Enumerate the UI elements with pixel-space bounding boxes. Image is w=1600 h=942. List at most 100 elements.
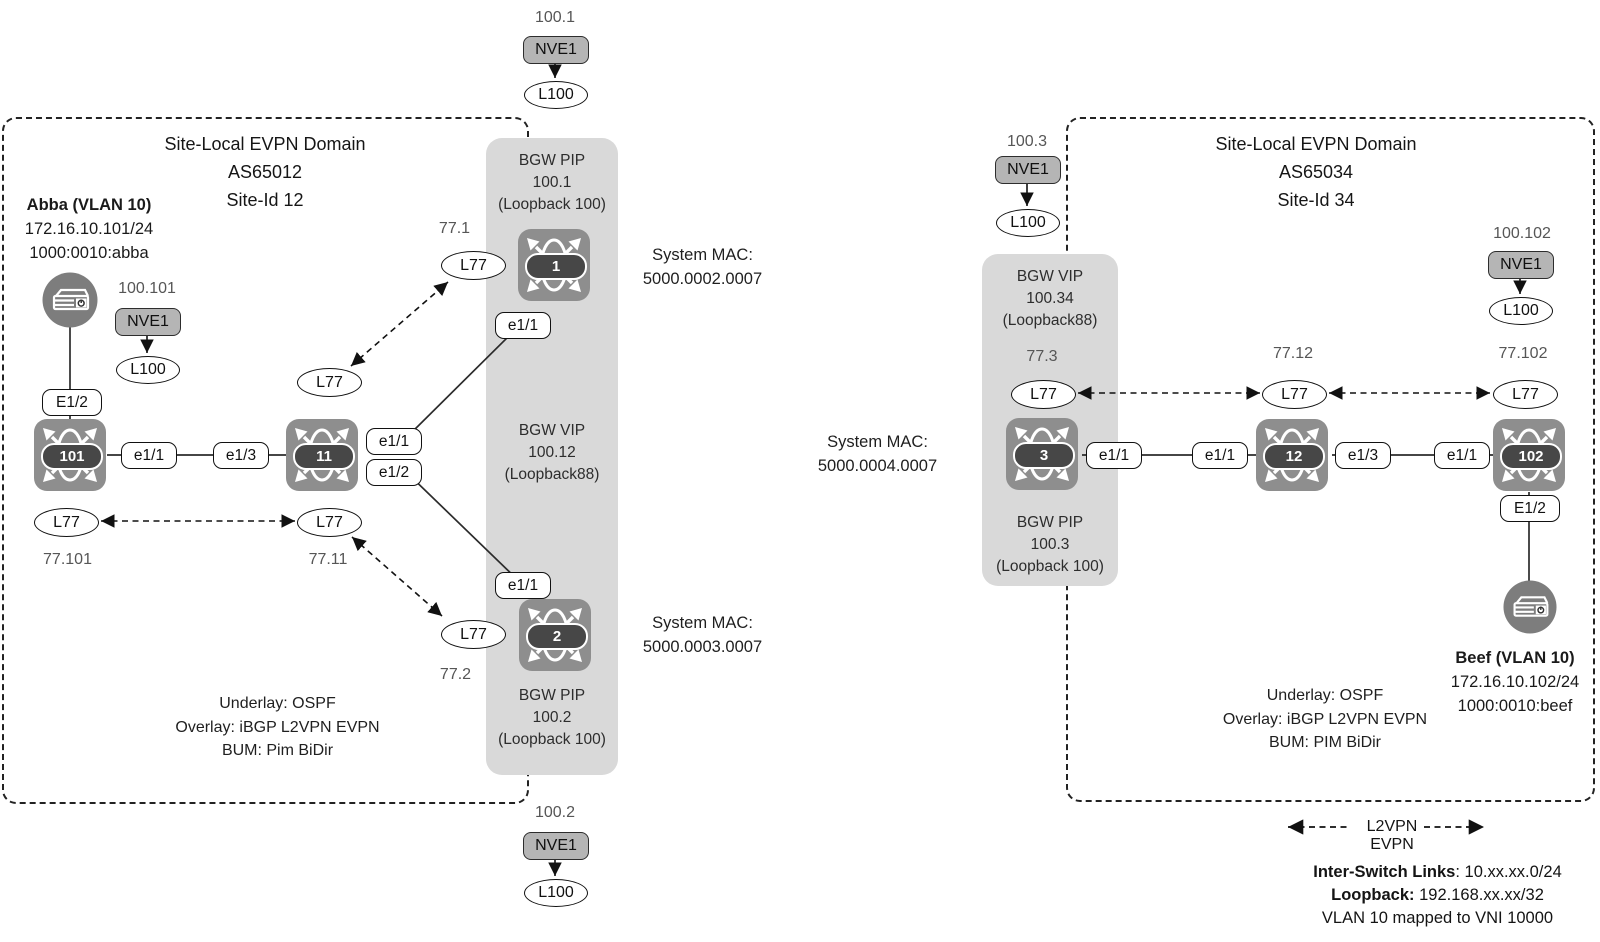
l2vpn-evpn-label: L2VPN EVPN: [1366, 818, 1418, 853]
bgw-vip-text-right: BGW VIP 100.34 (Loopback88): [984, 266, 1116, 332]
bum-info: BUM: Pim BiDir: [221, 742, 334, 759]
left-site-title: Site-Local EVPN Domain AS65012 Site-Id 1…: [40, 130, 490, 214]
l77-ip-102: 77.102: [1498, 345, 1548, 362]
bgw-loopback: (Loopback 100): [498, 196, 606, 213]
site-asn: AS65012: [227, 162, 303, 182]
l77-ellipse-101: L77: [34, 508, 99, 537]
l77-ellipse-11: L77: [297, 508, 362, 537]
inter-switch-links-label: Inter-Switch Links: [1313, 863, 1456, 881]
peering-l77-11-to-77-1: [350, 281, 449, 367]
switch-node-102: 102: [1492, 418, 1566, 492]
bgw-ip: 100.1: [532, 174, 572, 191]
system-mac-bgw2: System MAC: 5000.0003.0007: [625, 611, 780, 659]
bgw-role: BGW VIP: [1016, 268, 1084, 285]
iface-101-e1-1: e1/1: [121, 442, 177, 469]
loopback-note: Loopback: 192.168.xx.xx/32: [1270, 884, 1600, 907]
bgw-loopback: (Loopback 100): [996, 558, 1104, 575]
server-icon: [1503, 580, 1557, 634]
loopback100-ellipse-r3: L100: [996, 209, 1060, 237]
iface-11-e1-1: e1/1: [366, 428, 422, 455]
l77-ellipse-above-11: L77: [297, 368, 362, 397]
system-mac-value: 5000.0002.0007: [642, 270, 763, 288]
iface-bgw3-e1-1: e1/1: [1086, 442, 1142, 469]
switch-node-bgw3: 3: [1005, 417, 1079, 491]
loopback100-ellipse-bottom: L100: [524, 879, 588, 907]
switch-node-101: 101: [33, 418, 107, 492]
l77-ellipse-bgw2: L77: [441, 620, 506, 649]
nve1-box-bottom: NVE1: [523, 832, 589, 860]
loopback100-ellipse-top: L100: [524, 81, 588, 109]
switch-id-badge: 2: [526, 623, 588, 650]
bgw-ip: 100.34: [1026, 290, 1074, 307]
l77-ip-11: 77.11: [308, 551, 348, 568]
iface-bgw2-e1-1: e1/1: [495, 572, 551, 599]
nve-ip-r3: 100.3: [1006, 133, 1048, 150]
vni-note: VLAN 10 mapped to VNI 10000: [1321, 909, 1554, 927]
nve-ip-abba: 100.101: [118, 280, 176, 297]
bgw-vip-text: BGW VIP 100.12 (Loopback88): [487, 420, 617, 486]
iface-102-E1-2: E1/2: [1500, 495, 1560, 522]
switch-node-12: 12: [1255, 418, 1329, 492]
right-protocol-info: Underlay: OSPF Overlay: iBGP L2VPN EVPN …: [1172, 684, 1478, 755]
switch-id-badge: 102: [1500, 443, 1562, 470]
inter-switch-links-value: : 10.xx.xx.0/24: [1455, 863, 1562, 881]
overlay-info: Overlay: iBGP L2VPN EVPN: [175, 718, 380, 736]
l77-ip-12: 77.12: [1272, 345, 1314, 362]
host-abba-info: Abba (VLAN 10) 172.16.10.101/24 1000:001…: [5, 193, 173, 265]
nve1-box-top: NVE1: [523, 36, 589, 64]
right-site-title: Site-Local EVPN Domain AS65034 Site-Id 3…: [1106, 130, 1526, 214]
nve1-box-abba: NVE1: [115, 308, 181, 336]
left-protocol-info: Underlay: OSPF Overlay: iBGP L2VPN EVPN …: [125, 692, 430, 763]
switch-node-11: 11: [285, 418, 359, 492]
iface-11-e1-2: e1/2: [366, 459, 422, 486]
host-tag: 1000:0010:beef: [1457, 697, 1573, 715]
host-ip: 172.16.10.101/24: [24, 220, 154, 238]
nve1-box-r102: NVE1: [1488, 251, 1554, 279]
system-mac-label: System MAC:: [652, 246, 753, 264]
bgw-role: BGW PIP: [518, 687, 586, 704]
bgw-pip2-text: BGW PIP 100.2 (Loopback 100): [487, 685, 617, 751]
l77-ip-bgw2: 77.2: [439, 666, 472, 683]
system-mac-bgw3: System MAC: 5000.0004.0007: [790, 430, 965, 478]
nve-ip-top: 100.1: [534, 9, 576, 26]
nve-ip-bottom: 100.2: [534, 804, 576, 821]
underlay-info: Underlay: OSPF: [219, 695, 336, 712]
bgw-role: BGW PIP: [518, 152, 586, 169]
switch-id-badge: 101: [41, 443, 103, 470]
iface-abba-E1-2: E1/2: [42, 389, 102, 416]
loopback-value: 192.168.xx.xx/32: [1414, 886, 1544, 904]
server-node-beef: [1503, 580, 1557, 639]
l77-ip-bgw1: 77.1: [438, 220, 471, 237]
peering-77-11-to-77-2: [351, 536, 443, 617]
switch-id-badge: 12: [1263, 443, 1325, 470]
host-beef-info: Beef (VLAN 10) 172.16.10.102/24 1000:001…: [1420, 646, 1600, 718]
loopback-label: Loopback:: [1331, 886, 1415, 904]
loopback100-ellipse-abba: L100: [116, 356, 180, 384]
l77-ip-bgw3: 77.3: [1026, 348, 1058, 365]
l77-ellipse-bgw1: L77: [441, 251, 506, 280]
site-asn: AS65034: [1278, 162, 1354, 182]
switch-node-bgw2: 2: [518, 598, 592, 672]
l77-ellipse-bgw3: L77: [1011, 380, 1076, 409]
server-icon: [42, 272, 98, 328]
iface-bgw1-e1-1: e1/1: [495, 312, 551, 339]
underlay-info: Underlay: OSPF: [1266, 687, 1384, 704]
bgw-loopback: (Loopback 100): [498, 731, 606, 748]
host-tag: 1000:0010:abba: [29, 244, 149, 262]
host-name: Beef (VLAN 10): [1455, 649, 1575, 667]
host-name: Abba (VLAN 10): [26, 196, 152, 214]
switch-node-bgw1: 1: [517, 228, 591, 302]
bgw-pip-text-right: BGW PIP 100.3 (Loopback 100): [984, 512, 1116, 578]
bum-info: BUM: PIM BiDir: [1269, 734, 1381, 751]
link-11-to-bgw1: [399, 322, 523, 445]
nve-ip-r102: 100.102: [1493, 225, 1551, 242]
l77-ip-101: 77.101: [43, 551, 92, 568]
link-11-to-bgw2: [399, 465, 523, 585]
system-mac-label: System MAC:: [652, 614, 753, 632]
system-mac-bgw1: System MAC: 5000.0002.0007: [625, 243, 780, 291]
switch-id-badge: 11: [293, 443, 355, 470]
l77-ellipse-12: L77: [1262, 380, 1327, 409]
host-ip: 172.16.10.102/24: [1450, 673, 1580, 691]
switch-id-badge: 3: [1013, 442, 1075, 469]
